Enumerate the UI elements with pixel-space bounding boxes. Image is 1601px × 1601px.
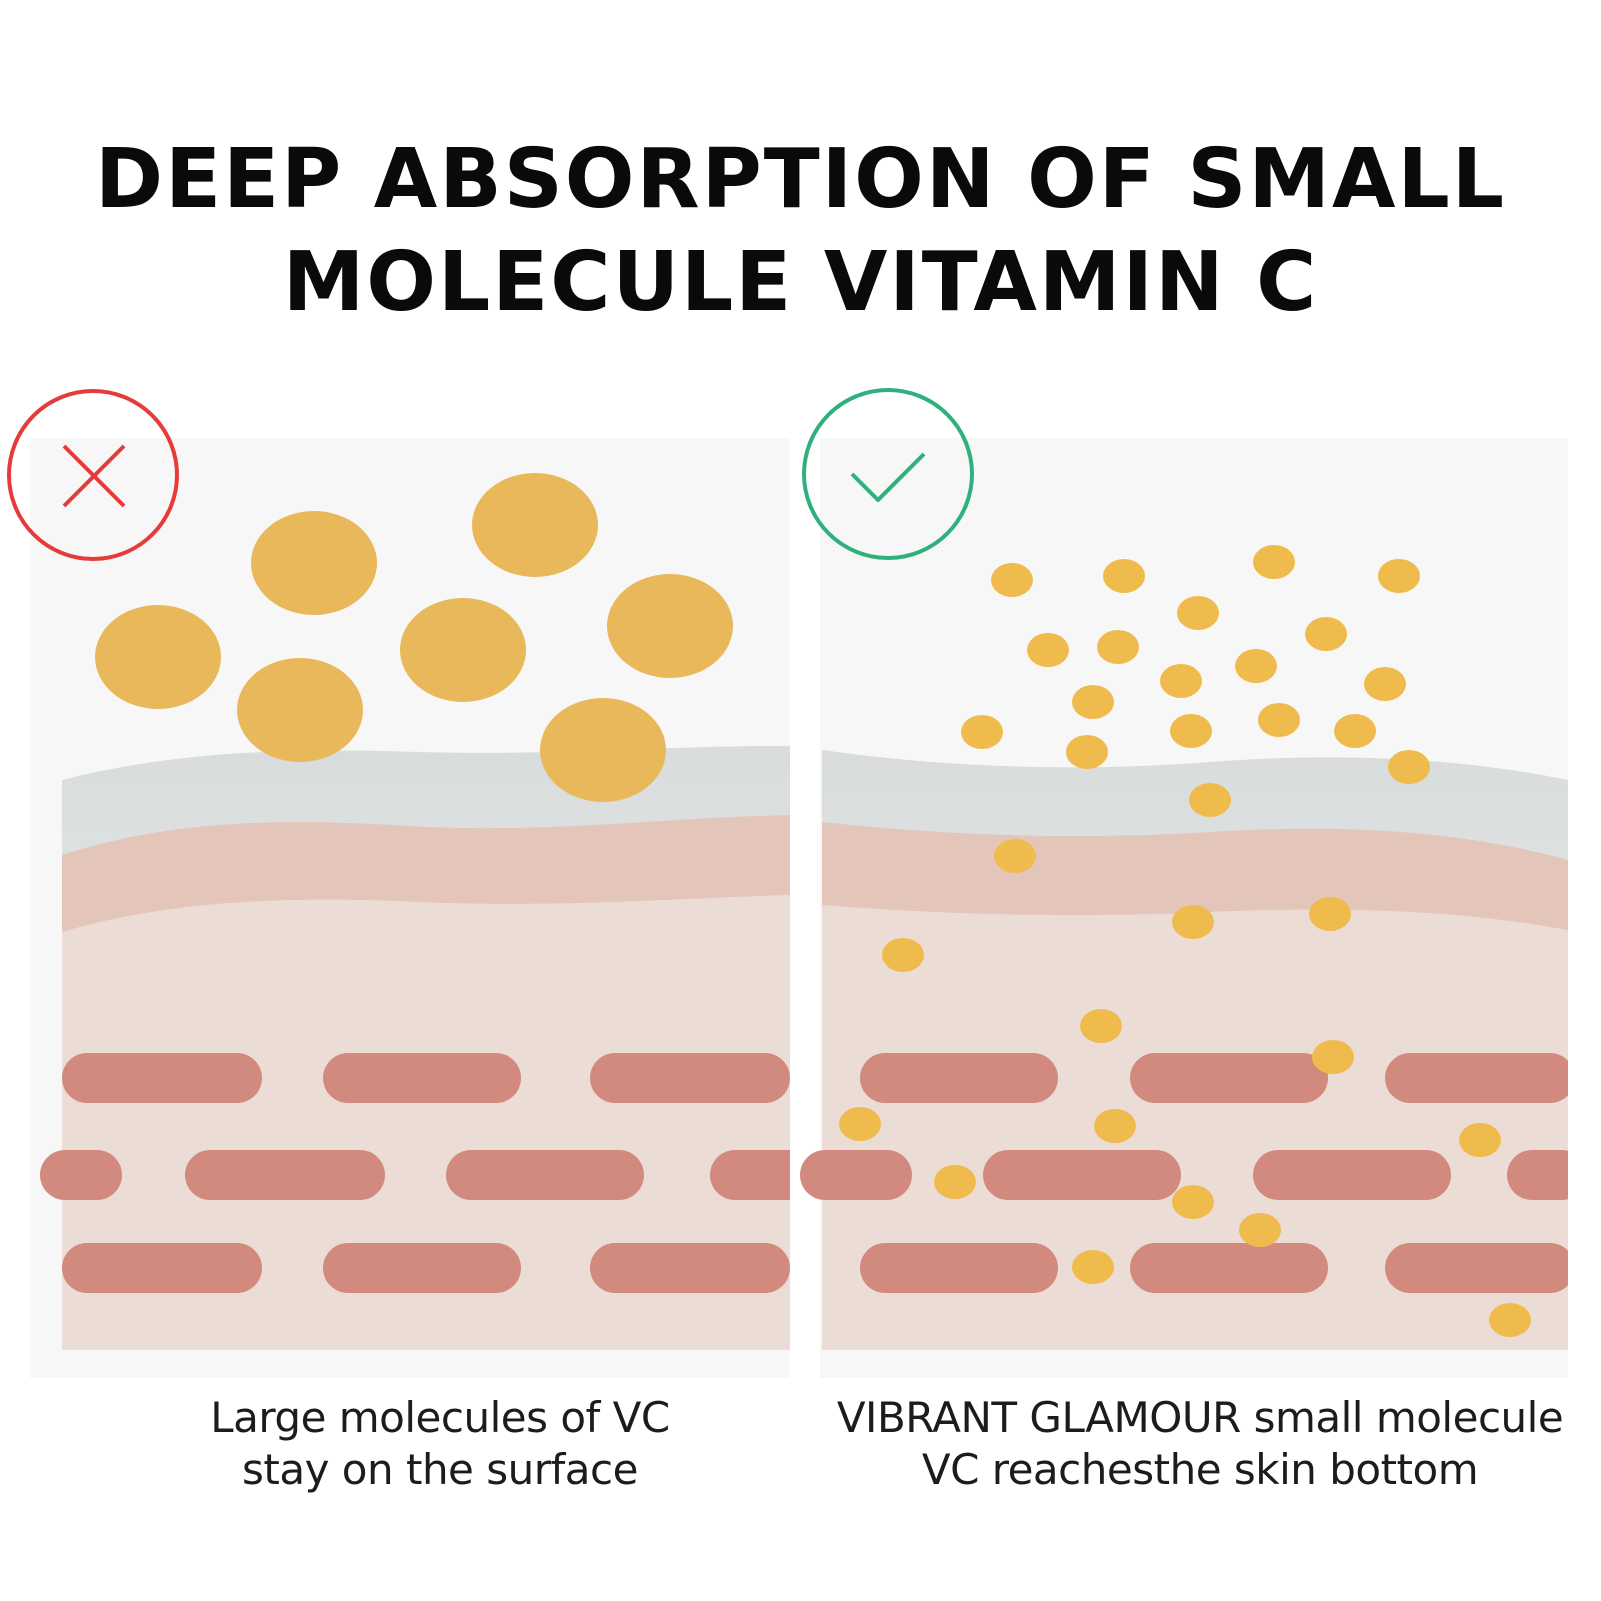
skin-cell	[446, 1150, 644, 1200]
large-molecule	[472, 473, 598, 577]
small-molecule	[1072, 685, 1114, 719]
right-dermis	[822, 905, 1568, 1350]
large-molecule	[237, 658, 363, 762]
page-title: DEEP ABSORPTION OF SMALL MOLECULE VITAMI…	[0, 128, 1601, 334]
large-molecule	[607, 574, 733, 678]
title-line-1: DEEP ABSORPTION OF SMALL	[95, 132, 1506, 227]
small-molecule	[934, 1165, 976, 1199]
skin-cell	[1507, 1150, 1587, 1200]
small-molecule	[1094, 1109, 1136, 1143]
small-molecule	[1189, 783, 1231, 817]
left-caption: Large molecules of VC stay on the surfac…	[95, 1392, 785, 1496]
left-caption-line-2: stay on the surface	[242, 1445, 638, 1494]
skin-cell	[590, 1243, 790, 1293]
small-molecule	[1160, 664, 1202, 698]
check-icon	[802, 388, 974, 560]
small-molecule	[1066, 735, 1108, 769]
small-molecule	[994, 839, 1036, 873]
small-molecule	[1172, 905, 1214, 939]
skin-cell	[40, 1150, 122, 1200]
skin-cell	[1385, 1243, 1575, 1293]
small-molecule	[839, 1107, 881, 1141]
right-caption: VIBRANT GLAMOUR small molecule VC reache…	[800, 1392, 1600, 1496]
right-small-molecules	[839, 545, 1531, 1337]
skin-cell	[185, 1150, 385, 1200]
small-molecule	[1388, 750, 1430, 784]
skin-cell	[62, 1243, 262, 1293]
small-molecule	[1305, 617, 1347, 651]
skin-cell	[860, 1053, 1058, 1103]
title-line-2: MOLECULE VITAMIN C	[282, 235, 1319, 330]
skin-cell	[800, 1150, 912, 1200]
left-dermis	[62, 895, 790, 1350]
small-molecule	[882, 938, 924, 972]
skin-cell	[323, 1243, 521, 1293]
small-molecule	[1027, 633, 1069, 667]
right-caption-line-2: VC reachesthe skin bottom	[921, 1445, 1479, 1494]
small-molecule	[1334, 714, 1376, 748]
left-large-molecules	[95, 473, 733, 802]
cross-icon	[7, 389, 179, 561]
skin-cell	[62, 1053, 262, 1103]
small-molecule	[1378, 559, 1420, 593]
small-molecule	[991, 563, 1033, 597]
large-molecule	[400, 598, 526, 702]
small-molecule	[1072, 1250, 1114, 1284]
panel-right-edge	[1568, 430, 1601, 1380]
skin-cell	[1385, 1053, 1575, 1103]
small-molecule	[1097, 630, 1139, 664]
small-molecule	[1489, 1303, 1531, 1337]
skin-cell	[1130, 1243, 1328, 1293]
small-molecule	[1459, 1123, 1501, 1157]
small-molecule	[961, 715, 1003, 749]
left-skin-cells	[40, 1053, 820, 1293]
small-molecule	[1235, 649, 1277, 683]
large-molecule	[540, 698, 666, 802]
right-panel	[800, 388, 1601, 1380]
small-molecule	[1239, 1213, 1281, 1247]
right-caption-line-1: VIBRANT GLAMOUR small molecule	[836, 1393, 1564, 1442]
small-molecule	[1177, 596, 1219, 630]
small-molecule	[1258, 703, 1300, 737]
skin-cell	[323, 1053, 521, 1103]
skin-cell	[983, 1150, 1181, 1200]
left-caption-line-1: Large molecules of VC	[210, 1393, 670, 1442]
small-molecule	[1080, 1009, 1122, 1043]
right-skin-cells	[800, 1053, 1587, 1293]
small-molecule	[1253, 545, 1295, 579]
large-molecule	[251, 511, 377, 615]
small-molecule	[1309, 897, 1351, 931]
skin-cell	[1253, 1150, 1451, 1200]
large-molecule	[95, 605, 221, 709]
left-panel	[7, 389, 820, 1380]
small-molecule	[1170, 714, 1212, 748]
skin-cell	[860, 1243, 1058, 1293]
small-molecule	[1172, 1185, 1214, 1219]
small-molecule	[1103, 559, 1145, 593]
skin-cell	[1130, 1053, 1328, 1103]
skin-cell	[590, 1053, 790, 1103]
small-molecule	[1312, 1040, 1354, 1074]
panel-divider	[790, 430, 820, 1380]
small-molecule	[1364, 667, 1406, 701]
